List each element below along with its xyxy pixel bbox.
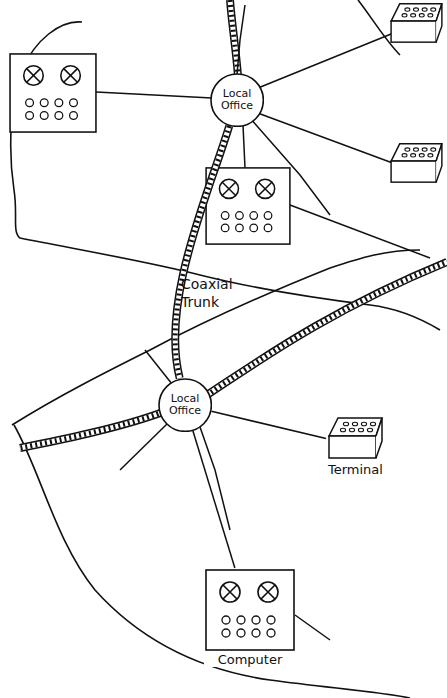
subscriber-line (211, 411, 326, 438)
office-circle: Local Office (210, 73, 264, 127)
computer-icon (204, 568, 296, 652)
computer-node: Computer (204, 568, 296, 667)
office-circle: Local Office (158, 378, 212, 432)
equipment-label: Computer (204, 652, 296, 667)
coaxial-trunk (175, 126, 229, 378)
region-outline (14, 425, 410, 698)
trunk-label: Coaxial Trunk (181, 275, 241, 311)
terminal-icon (391, 4, 442, 42)
region-outline (11, 22, 440, 330)
subscriber-line (96, 5, 430, 640)
computer-icon (10, 54, 96, 132)
office-label: Local Office (216, 88, 258, 112)
computer-icon (206, 168, 290, 244)
region-outline (12, 250, 420, 425)
office-label: Local Office (164, 393, 206, 417)
terminal-icon (391, 144, 442, 182)
terminal-node: Terminal (326, 414, 385, 477)
terminal-icon (326, 414, 384, 462)
equipment-label: Terminal (326, 462, 385, 477)
subscriber-line (193, 431, 235, 568)
